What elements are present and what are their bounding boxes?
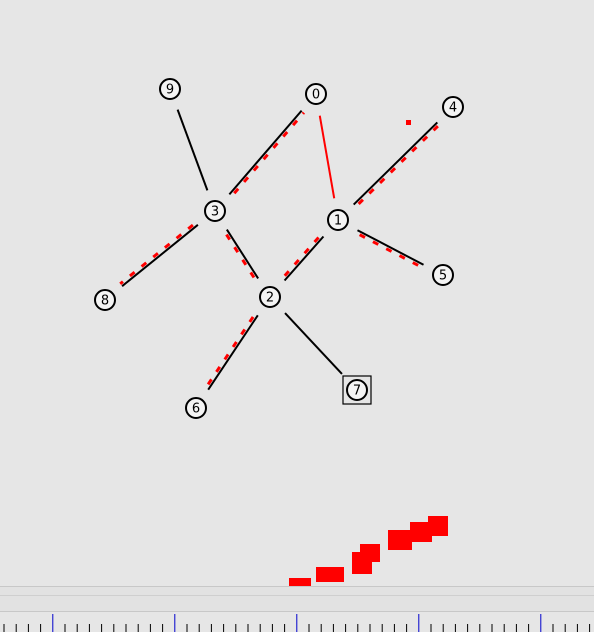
edge-activity-dashes <box>225 233 257 281</box>
edge-1-4[interactable] <box>352 121 441 206</box>
graph-view[interactable]: 0 1 2 3 4 5 6 7 8 9 <box>0 0 594 586</box>
node-label: 9 <box>166 83 174 98</box>
node-label: 4 <box>449 101 457 116</box>
node-label: 8 <box>101 294 109 309</box>
timeline-divider <box>0 595 594 596</box>
timeline-ruler[interactable] <box>0 610 594 632</box>
edge-3-8[interactable] <box>119 223 199 287</box>
node-5[interactable]: 5 <box>432 264 454 286</box>
edge-0-1[interactable] <box>318 115 336 199</box>
node-1[interactable]: 1 <box>327 209 349 231</box>
stray-activity-mark <box>406 120 411 125</box>
node-2[interactable]: 2 <box>259 286 281 308</box>
timeline-track[interactable] <box>0 586 594 612</box>
node-label: 3 <box>211 205 219 220</box>
edge-activity-dashes <box>233 111 306 195</box>
node-label: 5 <box>439 269 447 284</box>
activity-block <box>428 516 448 536</box>
edge-1-5[interactable] <box>357 229 424 269</box>
node-7[interactable]: 7 <box>342 375 372 405</box>
activity-marks <box>289 120 448 586</box>
edges-layer <box>119 109 441 391</box>
node-9[interactable]: 9 <box>159 78 181 100</box>
activity-block <box>388 530 412 550</box>
node-0[interactable]: 0 <box>305 83 327 105</box>
activity-block <box>410 522 432 542</box>
edge-activity-dashes <box>357 123 441 205</box>
activity-block <box>316 567 344 582</box>
nodes-layer: 0 1 2 3 4 5 6 7 8 9 <box>94 78 464 419</box>
edge-3-0[interactable] <box>228 109 306 196</box>
edge-activity-dashes <box>281 236 320 280</box>
edge-activity-dashes <box>119 223 194 285</box>
node-label: 0 <box>312 88 320 103</box>
node-label: 7 <box>353 384 361 399</box>
graph-canvas[interactable]: 0 1 2 3 4 5 6 7 8 9 <box>0 0 594 586</box>
edge-2-7[interactable] <box>284 312 343 375</box>
node-4[interactable]: 4 <box>442 96 464 118</box>
node-3[interactable]: 3 <box>204 200 226 222</box>
edge-2-6[interactable] <box>204 314 259 391</box>
activity-block <box>360 544 380 562</box>
activity-block <box>289 578 311 586</box>
node-label: 2 <box>266 291 274 306</box>
selection-box <box>342 375 372 405</box>
edge-3-2[interactable] <box>225 228 259 281</box>
node-8[interactable]: 8 <box>94 289 116 311</box>
node-label: 1 <box>334 214 342 229</box>
edge-1-2[interactable] <box>281 235 325 282</box>
node-6[interactable]: 6 <box>185 397 207 419</box>
edge-activity-dashes <box>358 233 423 269</box>
timeline-panel[interactable] <box>0 586 594 632</box>
edge-activity-dashes <box>204 316 255 389</box>
node-label: 6 <box>192 402 200 417</box>
edge-9-3[interactable] <box>176 109 209 191</box>
